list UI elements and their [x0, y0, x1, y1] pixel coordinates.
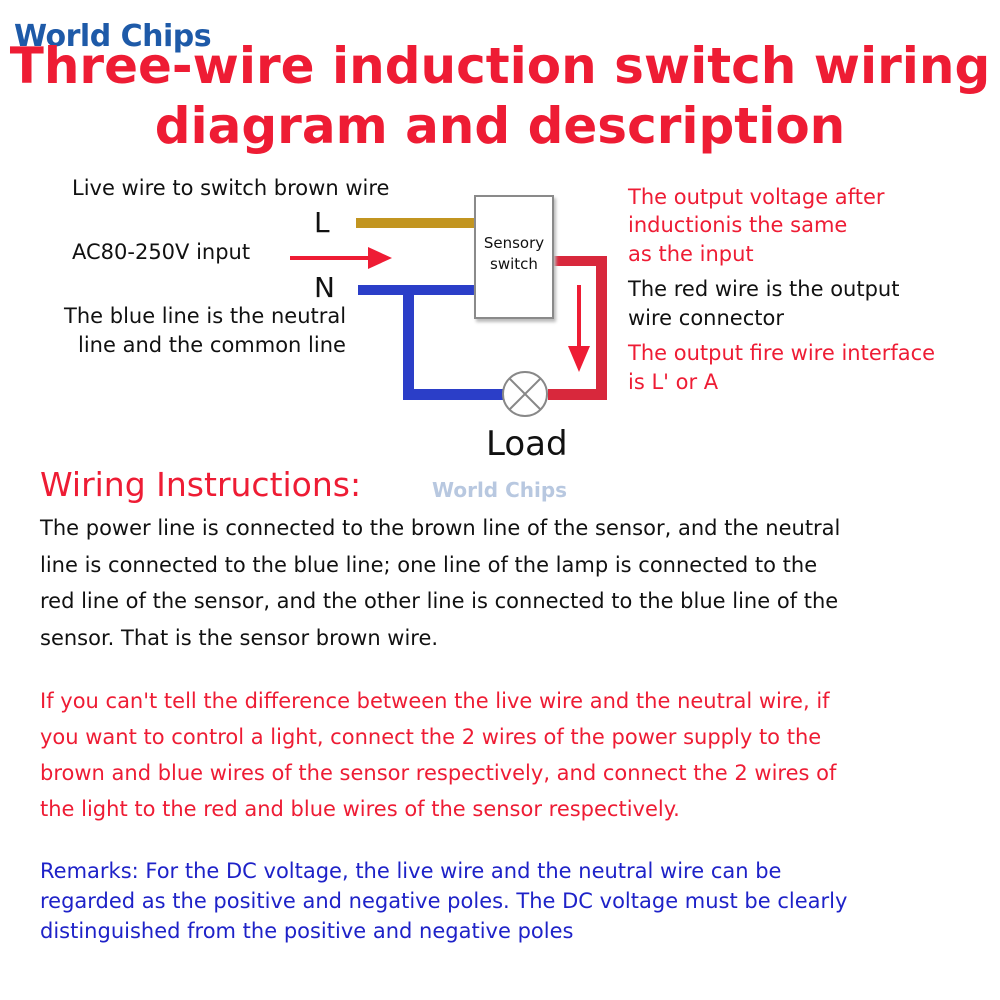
instructions-heading: Wiring Instructions: — [40, 465, 362, 504]
paragraph-line: Remarks: For the DC voltage, the live wi… — [40, 859, 782, 883]
fire-wire-note-line2: is L' or A — [628, 370, 719, 394]
paragraph-line: If you can't tell the difference between… — [40, 689, 830, 713]
paragraph-line: The power line is connected to the brown… — [40, 516, 841, 540]
red-output-wire-top — [550, 256, 606, 266]
input-voltage-label: AC80-250V input — [72, 240, 251, 264]
output-note-line2: inductionis the same — [628, 213, 848, 237]
blue-neutral-wire-down — [403, 285, 414, 400]
brand-logo: World Chips — [14, 4, 212, 54]
neutral-label-line1: The blue line is the neutral — [64, 304, 347, 328]
warning-paragraph: If you can't tell the difference between… — [40, 683, 836, 827]
output-arrow-icon — [568, 285, 590, 372]
output-note-line3: as the input — [628, 242, 754, 266]
neutral-label-line2: line and the common line — [78, 333, 346, 357]
l-terminal-label: L — [314, 206, 330, 239]
blue-neutral-wire-bottom — [403, 389, 503, 400]
paragraph-line: sensor. That is the sensor brown wire. — [40, 626, 439, 651]
red-output-wire-bottom — [548, 389, 607, 400]
live-wire-label: Live wire to switch brown wire — [72, 176, 390, 200]
red-output-wire-down — [596, 256, 607, 400]
output-note-line1: The output voltage after — [628, 185, 885, 209]
paragraph-line: brown and blue wires of the sensor respe… — [40, 761, 837, 785]
paragraph-line: line is connected to the blue line; one … — [40, 552, 818, 577]
input-arrow-icon — [290, 247, 392, 269]
wiring-diagram — [290, 218, 607, 417]
brown-live-wire — [356, 218, 476, 228]
sensory-switch-box: Sensory switch — [474, 195, 554, 319]
switch-label: Sensory switch — [476, 233, 552, 275]
fire-wire-note-line1: The output fire wire interface — [628, 341, 936, 365]
paragraph-line: distinguished from the positive and nega… — [40, 919, 574, 943]
switch-label-line1: Sensory — [483, 234, 545, 252]
paragraph-line: regarded as the positive and negative po… — [40, 889, 848, 913]
paragraph-line: red line of the sensor, and the other li… — [40, 589, 839, 614]
red-wire-note-line2: wire connector — [628, 306, 784, 330]
switch-label-line2: switch — [490, 255, 538, 273]
instructions-paragraph: The power line is connected to the brown… — [40, 510, 840, 657]
red-wire-note-line1: The red wire is the output — [628, 277, 900, 301]
load-label: Load — [486, 424, 568, 464]
lamp-icon — [502, 371, 548, 417]
paragraph-line: you want to control a light, connect the… — [40, 725, 822, 749]
paragraph-line: the light to the red and blue wires of t… — [40, 797, 680, 821]
logo-text: World Chips — [14, 19, 212, 54]
blue-neutral-wire-top — [358, 285, 476, 295]
watermark-logo: World Chips — [432, 478, 568, 502]
n-terminal-label: N — [314, 271, 335, 304]
page-title: Three-wire induction switch wiring diagr… — [9, 37, 991, 155]
remarks-paragraph: Remarks: For the DC voltage, the live wi… — [40, 856, 847, 946]
